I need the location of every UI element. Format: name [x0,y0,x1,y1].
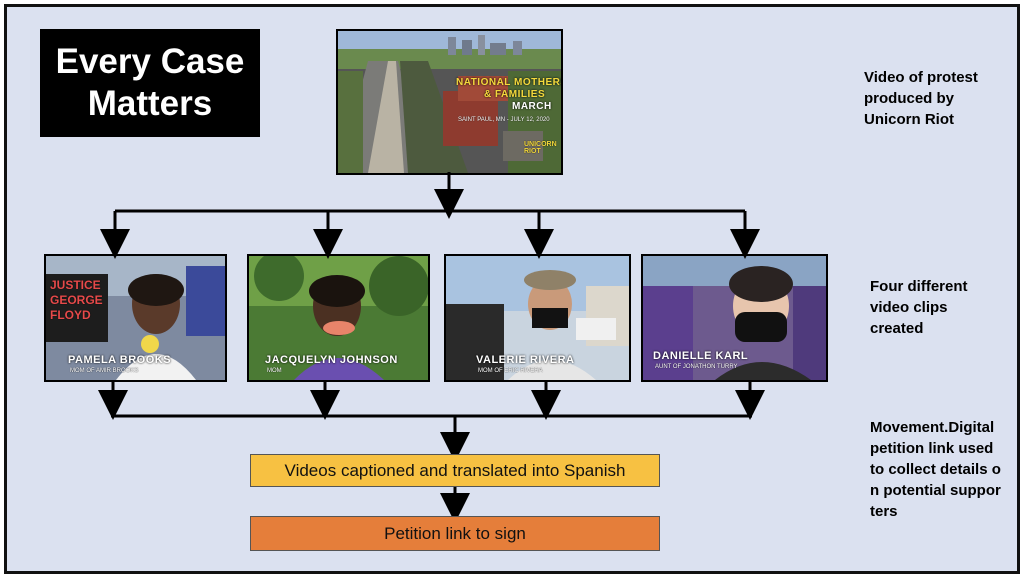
clip-subtitle: MOM [267,368,282,374]
aerial-street-image [338,31,561,173]
clip-subtitle: MOM OF ERIC RIVERA [478,368,543,374]
main-video-thumbnail[interactable]: NATIONAL MOTHERS & FAMILIES MARCH SAINT … [336,29,563,175]
step-captioned-label: Videos captioned and translated into Spa… [284,460,626,480]
step-petition-box[interactable]: Petition link to sign [250,516,660,551]
interview-image [446,256,629,380]
interview-image [643,256,826,380]
clip-sign: JUSTICE GEORGE FLOYD [50,278,103,322]
clip-thumbnail[interactable]: JUSTICE GEORGE FLOYD PAMELA BROOKS MOM O… [44,254,227,382]
note-video-source: Video of protest produced by Unicorn Rio… [864,69,978,128]
main-video-subtitle: SAINT PAUL, MN - JULY 12, 2020 [458,117,550,123]
clip-subtitle: MOM OF AMIR BROOKS [70,368,139,374]
note-petition-link: Movement.Digital petition link used to c… [870,419,1001,520]
clip-thumbnail[interactable]: JACQUELYN JOHNSON MOM [247,254,430,382]
clip-subtitle: AUNT OF JONATHON TURRY [655,364,738,370]
main-video-headline-3: MARCH [512,101,552,112]
clip-name: VALERIE RIVERA [476,354,575,366]
title-box: Every Case Matters [40,29,260,137]
clip-name: PAMELA BROOKS [68,354,172,366]
clip-thumbnail[interactable]: VALERIE RIVERA MOM OF ERIC RIVERA [444,254,631,382]
unicorn-riot-logo: UNICORN RIOT [524,141,557,155]
clip-name: JACQUELYN JOHNSON [265,354,398,366]
clip-thumbnail[interactable]: DANIELLE KARL AUNT OF JONATHON TURRY [641,254,828,382]
step-captioned-box: Videos captioned and translated into Spa… [250,454,660,487]
main-video-headline-1: NATIONAL MOTHERS [456,77,563,88]
step-petition-label: Petition link to sign [384,523,526,543]
clip-name: DANIELLE KARL [653,350,749,362]
interview-image [46,256,225,380]
main-video-headline-2: & FAMILIES [484,89,546,100]
interview-image [249,256,428,380]
page-title: Every Case Matters [55,42,245,123]
note-four-clips: Four different video clips created [870,278,968,337]
